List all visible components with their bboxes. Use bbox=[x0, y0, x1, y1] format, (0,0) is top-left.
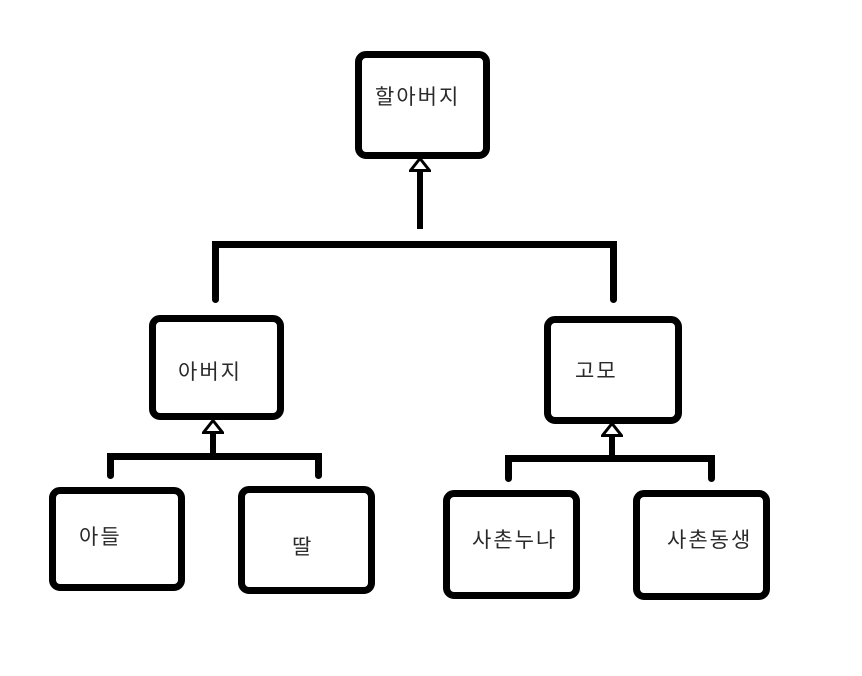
node-cousin-older-sister: 사촌누나 bbox=[443, 490, 580, 599]
arrow-up-icon bbox=[601, 422, 623, 437]
connector-line bbox=[417, 171, 423, 229]
connector-line bbox=[107, 453, 114, 479]
connector-line bbox=[708, 455, 715, 482]
arrow-up-icon bbox=[202, 419, 224, 434]
connector-line bbox=[505, 455, 512, 482]
connector-line bbox=[315, 453, 322, 479]
node-label: 사촌동생 bbox=[667, 529, 753, 552]
connector-line bbox=[212, 241, 219, 303]
node-father: 아버지 bbox=[149, 315, 284, 420]
arrow-up-icon bbox=[409, 157, 431, 172]
node-grandfather: 할아버지 bbox=[355, 51, 490, 159]
connector-line bbox=[609, 436, 615, 457]
node-label: 고모 bbox=[575, 360, 618, 383]
connector-line bbox=[505, 455, 715, 462]
node-label: 할아버지 bbox=[375, 86, 461, 109]
node-label: 아버지 bbox=[178, 361, 242, 384]
node-cousin-younger-sibling: 사촌동생 bbox=[633, 490, 770, 600]
connector-line bbox=[212, 241, 617, 248]
node-label: 아들 bbox=[79, 526, 122, 549]
node-son: 아들 bbox=[49, 487, 185, 591]
connector-line bbox=[107, 453, 322, 460]
connector-line bbox=[610, 241, 617, 303]
connector-line bbox=[210, 432, 216, 455]
node-label: 딸 bbox=[292, 536, 314, 559]
node-aunt: 고모 bbox=[544, 316, 682, 424]
node-label: 사촌누나 bbox=[472, 529, 558, 552]
node-daughter: 딸 bbox=[238, 486, 375, 594]
